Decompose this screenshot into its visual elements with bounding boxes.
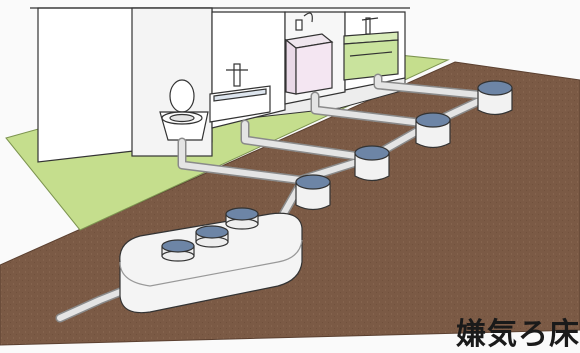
toilet-icon xyxy=(159,79,209,141)
septic-tank xyxy=(119,207,303,314)
inspection-chamber-1 xyxy=(295,174,331,211)
septic-tank-lid-1 xyxy=(161,239,195,262)
septic-tank-body xyxy=(119,212,303,314)
caption-text: 嫌気ろ床 xyxy=(456,317,580,352)
washing-machine-icon xyxy=(284,12,334,95)
bathtub-icon xyxy=(209,63,271,123)
inspection-chamber-2 xyxy=(354,145,390,182)
kitchen-sink-icon xyxy=(343,17,399,81)
inspection-chamber-3 xyxy=(415,112,451,149)
septic-tank-lid-2 xyxy=(195,225,229,248)
inspection-chamber-4 xyxy=(477,80,513,116)
inspection-chambers xyxy=(295,80,513,211)
septic-tank-lid-3 xyxy=(225,207,259,230)
